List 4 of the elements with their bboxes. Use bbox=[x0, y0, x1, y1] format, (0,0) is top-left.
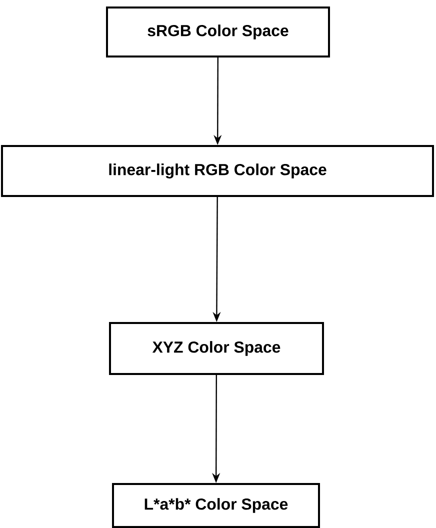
process-box: XYZ Color Space bbox=[109, 322, 324, 375]
process-box: linear-light RGB Color Space bbox=[1, 145, 434, 197]
process-box: sRGB Color Space bbox=[106, 6, 330, 58]
process-box: L*a*b* Color Space bbox=[112, 483, 320, 528]
